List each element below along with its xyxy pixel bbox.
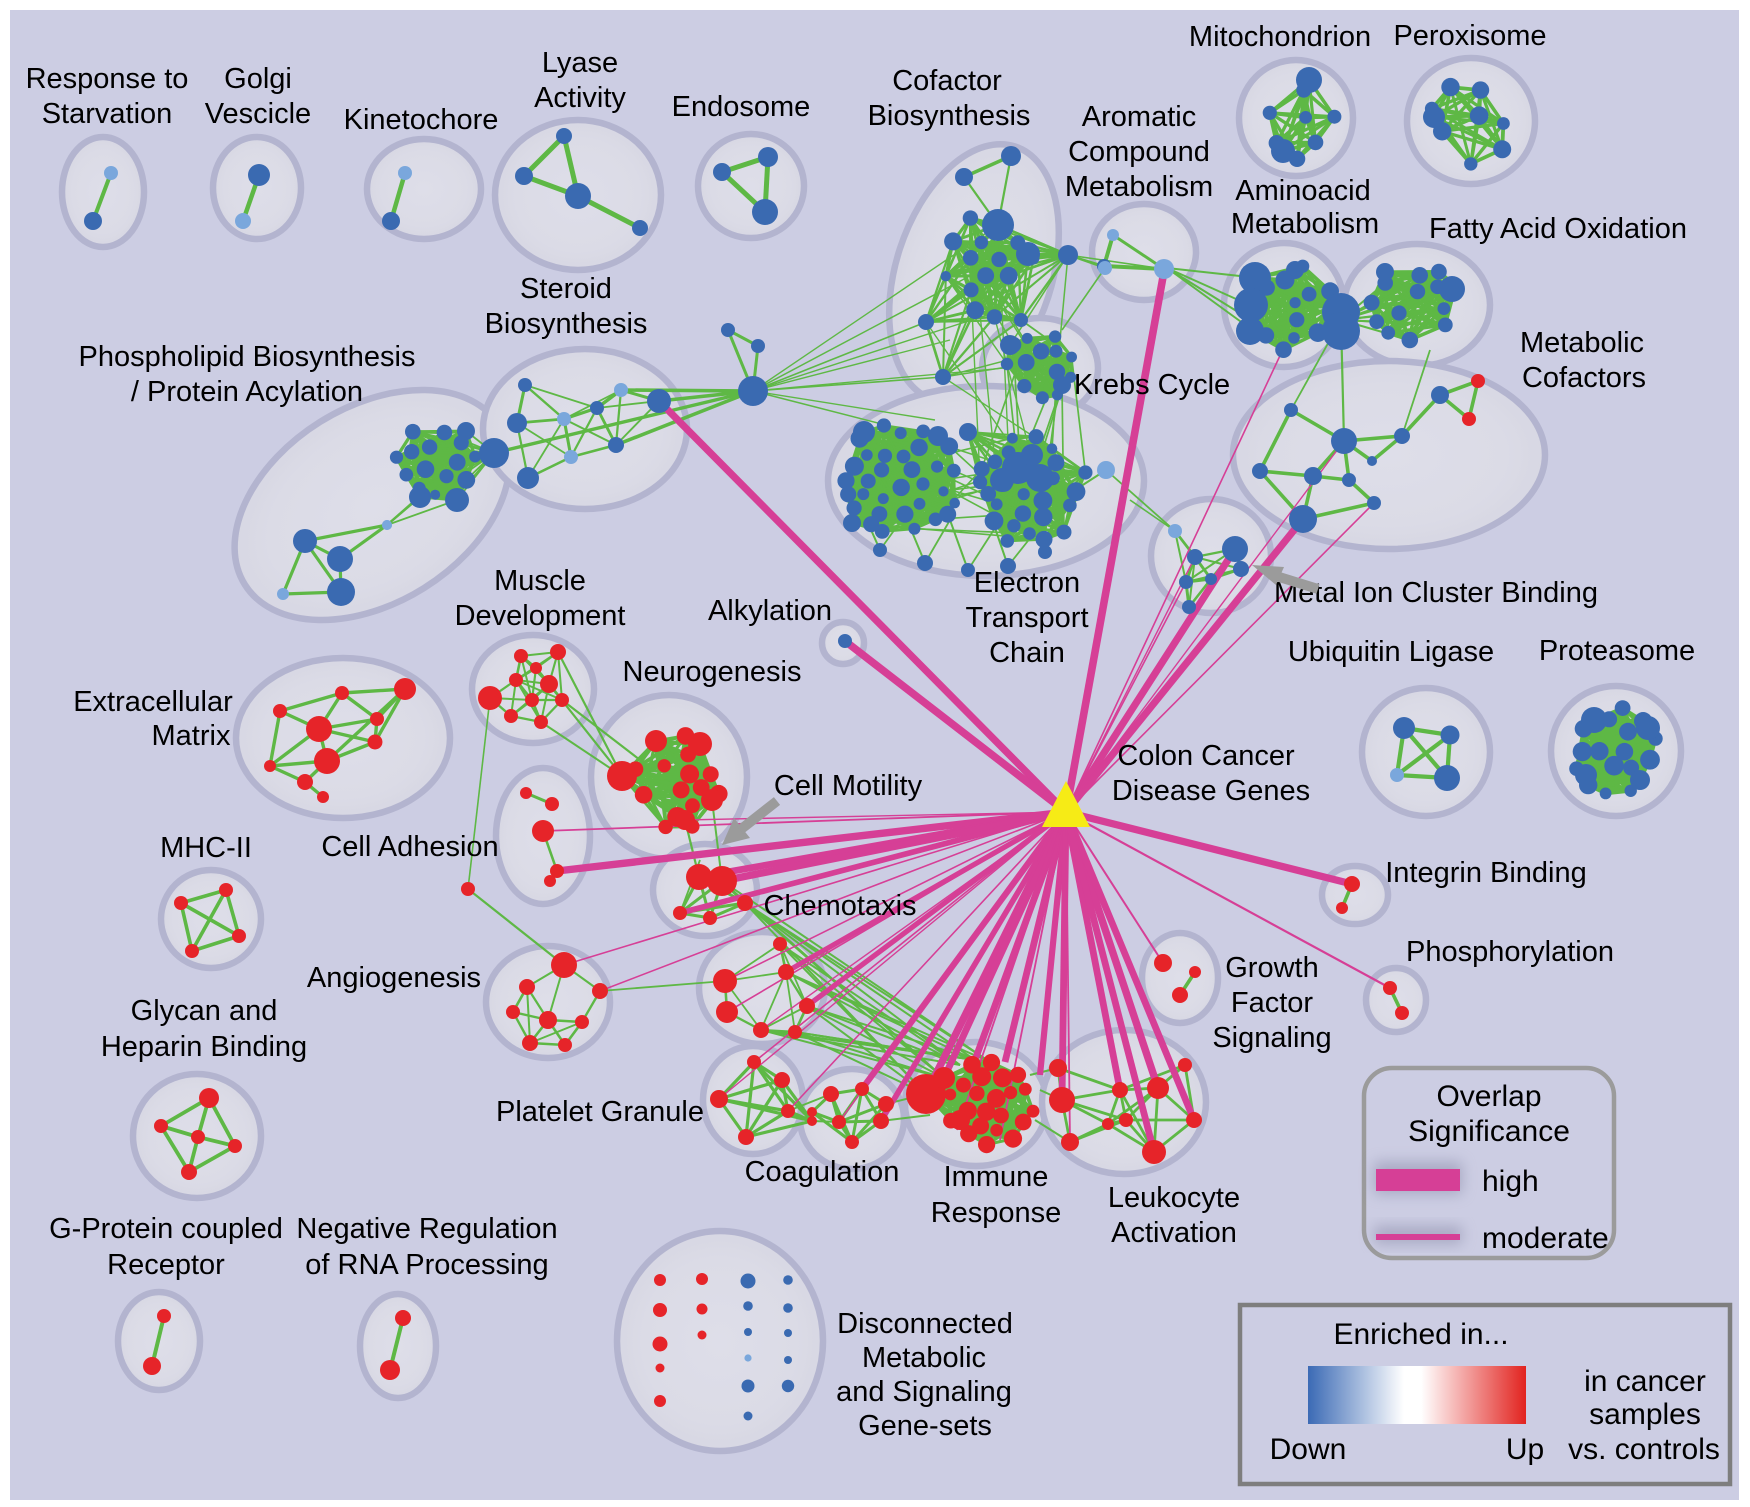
svg-text:Krebs Cycle: Krebs Cycle bbox=[1074, 369, 1230, 401]
svg-text:Receptor: Receptor bbox=[107, 1249, 225, 1281]
svg-text:high: high bbox=[1482, 1165, 1539, 1198]
svg-text:Compound: Compound bbox=[1068, 136, 1210, 168]
svg-text:Negative Regulation: Negative Regulation bbox=[296, 1213, 557, 1245]
svg-text:Cell Motility: Cell Motility bbox=[774, 770, 923, 802]
svg-text:Alkylation: Alkylation bbox=[708, 595, 832, 627]
svg-text:Enriched in...: Enriched in... bbox=[1333, 1318, 1508, 1351]
svg-text:Starvation: Starvation bbox=[42, 98, 173, 130]
svg-text:Cofactor: Cofactor bbox=[892, 65, 1002, 97]
svg-text:Cell Adhesion: Cell Adhesion bbox=[321, 831, 498, 863]
svg-text:Phosphorylation: Phosphorylation bbox=[1406, 936, 1614, 968]
svg-text:Activation: Activation bbox=[1111, 1217, 1237, 1249]
svg-text:Metabolism: Metabolism bbox=[1065, 171, 1213, 203]
svg-text:Up: Up bbox=[1506, 1433, 1544, 1466]
svg-text:Metal Ion Cluster Binding: Metal Ion Cluster Binding bbox=[1274, 577, 1598, 609]
svg-text:Steroid: Steroid bbox=[520, 273, 612, 305]
svg-text:Extracellular: Extracellular bbox=[73, 686, 233, 718]
svg-text:Phospholipid Biosynthesis: Phospholipid Biosynthesis bbox=[79, 341, 416, 373]
svg-text:of RNA Processing: of RNA Processing bbox=[305, 1249, 548, 1281]
svg-text:Response to: Response to bbox=[26, 63, 189, 95]
svg-text:Chain: Chain bbox=[989, 637, 1065, 669]
svg-text:Integrin Binding: Integrin Binding bbox=[1385, 857, 1587, 889]
svg-text:Activity: Activity bbox=[534, 82, 626, 114]
svg-text:MHC-II: MHC-II bbox=[160, 832, 252, 864]
svg-text:Neurogenesis: Neurogenesis bbox=[623, 656, 802, 688]
svg-text:Peroxisome: Peroxisome bbox=[1393, 20, 1546, 52]
svg-text:Vescicle: Vescicle bbox=[205, 98, 311, 130]
svg-text:Colon Cancer: Colon Cancer bbox=[1117, 740, 1295, 772]
svg-text:Metabolic: Metabolic bbox=[862, 1342, 986, 1374]
svg-text:Biosynthesis: Biosynthesis bbox=[868, 100, 1031, 132]
svg-text:Aromatic: Aromatic bbox=[1082, 101, 1196, 133]
svg-text:Immune: Immune bbox=[944, 1161, 1049, 1193]
svg-text:Glycan and: Glycan and bbox=[131, 995, 278, 1027]
svg-text:Development: Development bbox=[455, 600, 626, 632]
svg-text:Matrix: Matrix bbox=[152, 720, 231, 752]
svg-text:Aminoacid: Aminoacid bbox=[1235, 175, 1370, 207]
svg-text:Fatty Acid Oxidation: Fatty Acid Oxidation bbox=[1429, 213, 1687, 245]
svg-text:Angiogenesis: Angiogenesis bbox=[307, 962, 481, 994]
svg-text:Kinetochore: Kinetochore bbox=[344, 104, 499, 136]
svg-text:Transport: Transport bbox=[965, 602, 1088, 634]
svg-text:samples: samples bbox=[1589, 1398, 1701, 1431]
svg-text:vs. controls: vs. controls bbox=[1568, 1433, 1720, 1466]
svg-text:Chemotaxis: Chemotaxis bbox=[763, 890, 916, 922]
svg-text:Cofactors: Cofactors bbox=[1522, 362, 1646, 394]
svg-text:Disease Genes: Disease Genes bbox=[1112, 775, 1310, 807]
svg-text:Factor: Factor bbox=[1231, 987, 1314, 1019]
svg-text:Golgi: Golgi bbox=[224, 63, 292, 95]
svg-text:Biosynthesis: Biosynthesis bbox=[485, 308, 648, 340]
svg-text:Disconnected: Disconnected bbox=[837, 1308, 1013, 1340]
svg-text:Ubiquitin Ligase: Ubiquitin Ligase bbox=[1288, 636, 1494, 668]
svg-text:Signaling: Signaling bbox=[1212, 1022, 1331, 1054]
svg-text:Electron: Electron bbox=[974, 567, 1080, 599]
svg-text:Gene-sets: Gene-sets bbox=[858, 1410, 992, 1442]
svg-text:Heparin Binding: Heparin Binding bbox=[101, 1031, 307, 1063]
svg-text:Mitochondrion: Mitochondrion bbox=[1189, 21, 1371, 53]
svg-text:Lyase: Lyase bbox=[542, 47, 618, 79]
svg-text:moderate: moderate bbox=[1482, 1222, 1609, 1255]
svg-text:Significance: Significance bbox=[1408, 1115, 1570, 1148]
svg-text:Growth: Growth bbox=[1225, 952, 1318, 984]
svg-text:and Signaling: and Signaling bbox=[836, 1376, 1012, 1408]
svg-text:Metabolic: Metabolic bbox=[1520, 327, 1644, 359]
svg-text:Proteasome: Proteasome bbox=[1539, 635, 1695, 667]
svg-text:Metabolism: Metabolism bbox=[1231, 208, 1379, 240]
svg-text:Down: Down bbox=[1270, 1433, 1347, 1466]
svg-text:Muscle: Muscle bbox=[494, 565, 586, 597]
svg-text:Platelet Granule: Platelet Granule bbox=[496, 1096, 704, 1128]
svg-text:Coagulation: Coagulation bbox=[745, 1156, 900, 1188]
svg-text:Response: Response bbox=[931, 1197, 1062, 1229]
svg-text:Leukocyte: Leukocyte bbox=[1108, 1182, 1240, 1214]
svg-text:Overlap: Overlap bbox=[1436, 1080, 1541, 1113]
svg-text:G-Protein coupled: G-Protein coupled bbox=[49, 1213, 283, 1245]
svg-text:in cancer: in cancer bbox=[1584, 1365, 1706, 1398]
svg-text:Endosome: Endosome bbox=[672, 91, 811, 123]
svg-text:/ Protein Acylation: / Protein Acylation bbox=[131, 376, 363, 408]
